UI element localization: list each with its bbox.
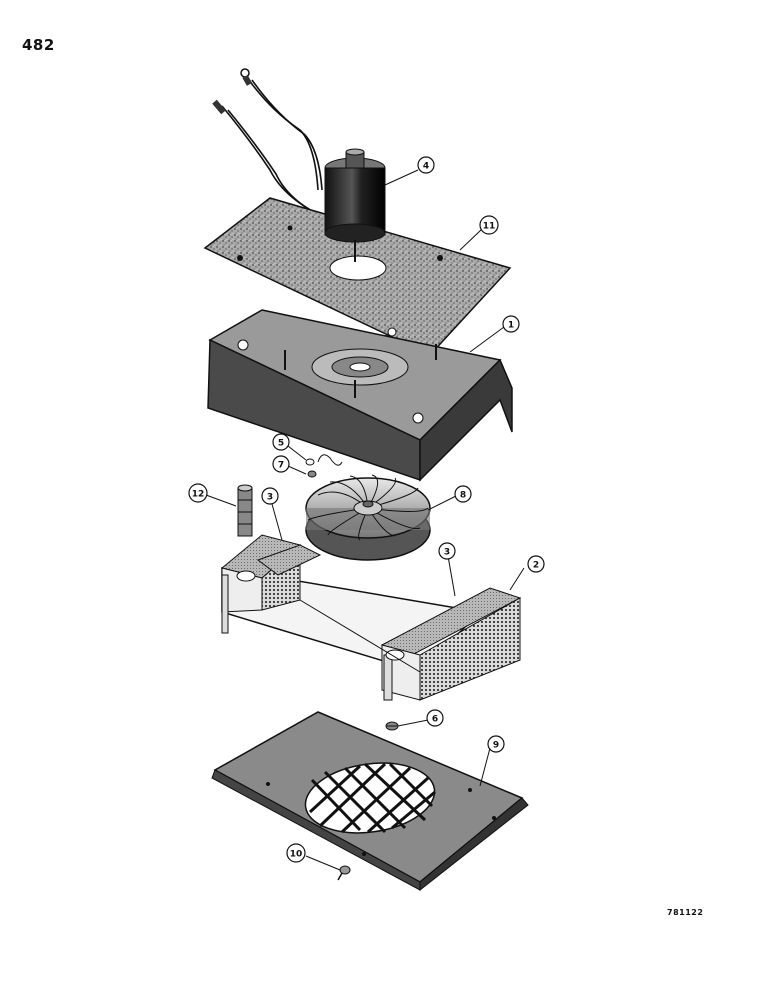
callout-6: 6 bbox=[426, 709, 444, 727]
grille-mesh bbox=[308, 762, 436, 834]
callout-10: 10 bbox=[286, 843, 306, 863]
wire-terminal-pin bbox=[212, 99, 226, 115]
callout-8: 8 bbox=[454, 485, 472, 503]
callout-11: 11 bbox=[479, 215, 499, 235]
wire-loop bbox=[317, 454, 343, 466]
callout-11-label: 11 bbox=[483, 222, 496, 232]
screw-10 bbox=[337, 865, 351, 881]
callout-3-lower-label: 3 bbox=[444, 548, 450, 558]
callout-9-label: 9 bbox=[493, 741, 499, 751]
callout-1-label: 1 bbox=[508, 321, 514, 331]
drawing-code: 781122 bbox=[667, 908, 704, 917]
callout-2: 2 bbox=[527, 555, 545, 573]
callout-5-label: 5 bbox=[278, 439, 284, 449]
callout-3-upper: 3 bbox=[261, 487, 279, 505]
callout-1: 1 bbox=[502, 315, 520, 333]
leader-lines bbox=[205, 169, 525, 871]
blower-housing bbox=[207, 309, 513, 482]
blower-motor bbox=[324, 148, 386, 262]
callout-6-label: 6 bbox=[432, 715, 438, 725]
callout-3-upper-label: 3 bbox=[267, 493, 273, 503]
callout-3-lower: 3 bbox=[438, 542, 456, 560]
page-number: 482 bbox=[22, 36, 55, 54]
blower-impeller bbox=[305, 474, 431, 561]
callout-12-label: 12 bbox=[192, 490, 205, 500]
callout-2-label: 2 bbox=[533, 561, 539, 571]
callout-12: 12 bbox=[188, 483, 208, 503]
washer-7 bbox=[307, 470, 317, 478]
callout-5: 5 bbox=[272, 433, 290, 451]
callout-4-label: 4 bbox=[423, 162, 429, 172]
cover-plate bbox=[211, 711, 529, 892]
callout-10-label: 10 bbox=[290, 850, 303, 860]
wire-terminal-ring bbox=[240, 68, 253, 86]
callout-7-label: 7 bbox=[278, 461, 284, 471]
callout-7: 7 bbox=[272, 455, 290, 473]
callout-9: 9 bbox=[487, 735, 505, 753]
fitting bbox=[237, 484, 253, 537]
callout-8-label: 8 bbox=[460, 491, 466, 501]
heater-core bbox=[220, 534, 522, 701]
callout-4: 4 bbox=[417, 156, 435, 174]
screw-6 bbox=[385, 721, 399, 731]
nut-5 bbox=[305, 458, 315, 466]
